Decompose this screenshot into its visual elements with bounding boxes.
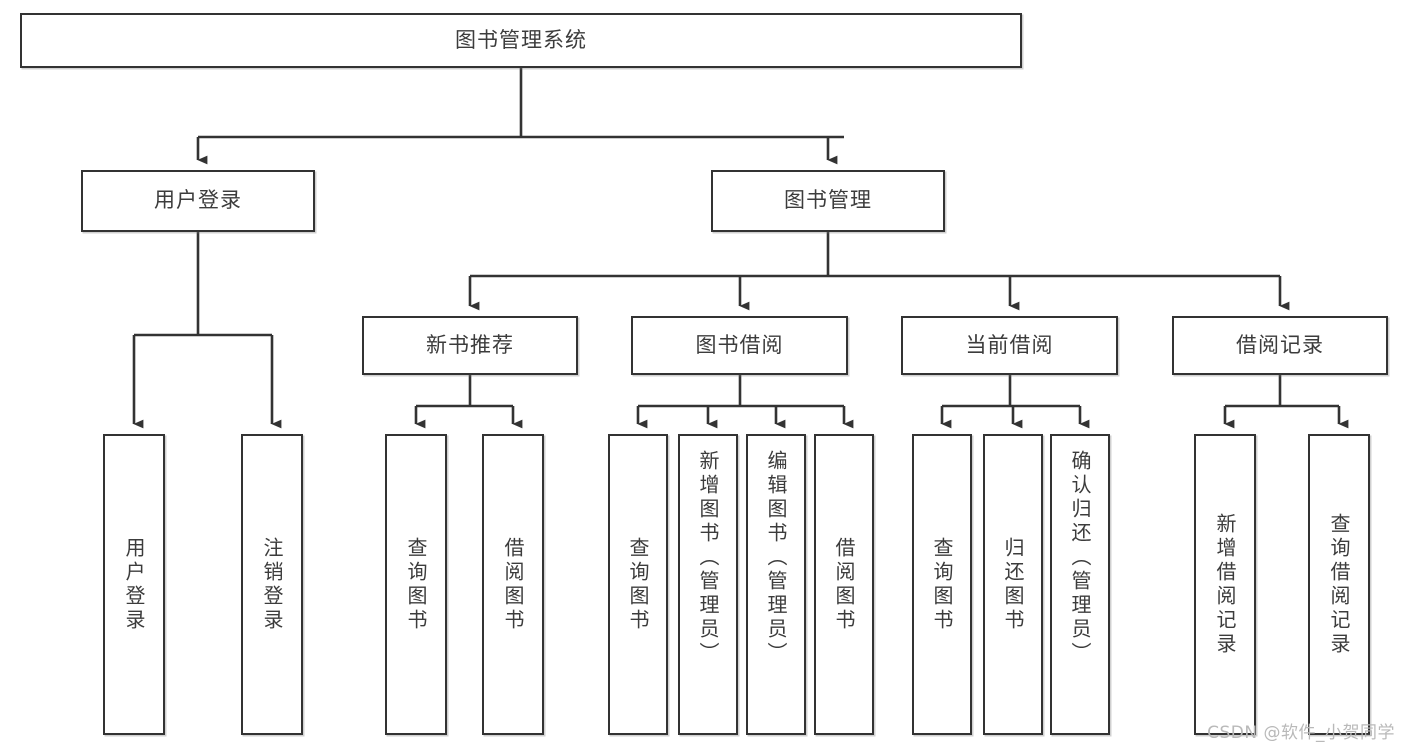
node-book-borrow-label: 图书借阅: [695, 332, 784, 357]
node-user-login-label: 用户登录: [154, 188, 242, 213]
node-leaf-user-logout[interactable]: 注销登录: [241, 434, 303, 735]
node-leaf-query-book-2-label: 查询图书: [626, 536, 650, 633]
node-book-manage[interactable]: 图书管理: [711, 170, 945, 232]
node-root-label: 图书管理系统: [455, 27, 587, 52]
node-leaf-return-book-label: 归还图书: [1001, 536, 1025, 633]
node-borrow-record[interactable]: 借阅记录: [1172, 316, 1388, 375]
node-borrow-record-label: 借阅记录: [1236, 332, 1324, 357]
node-new-book-rec-label: 新书推荐: [426, 332, 514, 357]
node-root[interactable]: 图书管理系统: [20, 13, 1022, 68]
node-book-manage-label: 图书管理: [784, 188, 872, 213]
node-leaf-add-book[interactable]: 新增图书（管理员）: [678, 434, 738, 735]
csdn-watermark: CSDN @软件_小贺同学: [1207, 723, 1395, 743]
node-new-book-rec[interactable]: 新书推荐: [362, 316, 578, 375]
node-leaf-borrow-book-1-label: 借阅图书: [501, 536, 525, 633]
node-leaf-add-record-label: 新增借阅记录: [1213, 512, 1237, 657]
node-leaf-borrow-book-2-label: 借阅图书: [832, 536, 856, 633]
node-leaf-add-book-label: 新增图书（管理员）: [696, 450, 720, 666]
node-book-borrow[interactable]: 图书借阅: [631, 316, 848, 375]
node-leaf-confirm-return[interactable]: 确认归还（管理员）: [1050, 434, 1110, 735]
node-leaf-query-book-1-label: 查询图书: [404, 536, 428, 633]
node-leaf-add-record[interactable]: 新增借阅记录: [1194, 434, 1256, 735]
node-leaf-user-logout-label: 注销登录: [260, 536, 284, 633]
node-current-borrow[interactable]: 当前借阅: [901, 316, 1118, 375]
node-leaf-return-book[interactable]: 归还图书: [983, 434, 1043, 735]
node-leaf-query-book-1[interactable]: 查询图书: [385, 434, 447, 735]
node-leaf-user-login[interactable]: 用户登录: [103, 434, 165, 735]
node-leaf-edit-book[interactable]: 编辑图书（管理员）: [746, 434, 806, 735]
node-leaf-query-record-label: 查询借阅记录: [1327, 512, 1351, 657]
node-leaf-borrow-book-1[interactable]: 借阅图书: [482, 434, 544, 735]
node-leaf-confirm-return-label: 确认归还（管理员）: [1068, 450, 1092, 666]
node-leaf-user-login-label: 用户登录: [122, 536, 146, 633]
node-leaf-query-book-2[interactable]: 查询图书: [608, 434, 668, 735]
node-user-login[interactable]: 用户登录: [81, 170, 315, 232]
node-leaf-edit-book-label: 编辑图书（管理员）: [764, 450, 788, 666]
node-leaf-query-book-3[interactable]: 查询图书: [912, 434, 972, 735]
node-current-borrow-label: 当前借阅: [965, 332, 1054, 357]
node-leaf-query-book-3-label: 查询图书: [930, 536, 954, 633]
node-leaf-borrow-book-2[interactable]: 借阅图书: [814, 434, 874, 735]
node-leaf-query-record[interactable]: 查询借阅记录: [1308, 434, 1370, 735]
